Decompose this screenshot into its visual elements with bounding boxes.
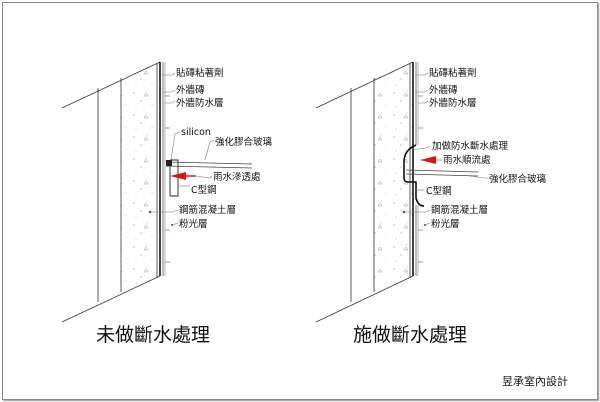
left-label-exterior-tile: 外牆磚: [176, 84, 205, 96]
right-markers: [402, 210, 426, 226]
left-label-rain-seepage: 雨水滲透處: [213, 171, 261, 183]
left-label-plaster: 粉光層: [179, 218, 208, 230]
left-label-c-steel: C型鋼: [191, 184, 217, 196]
left-wall-section: [61, 61, 253, 323]
right-label-plaster: 粉光層: [431, 218, 460, 230]
left-caption: 未做斷水處理: [96, 324, 210, 346]
right-label-c-steel: C型鋼: [426, 185, 452, 197]
left-seepage-arrow: [170, 172, 196, 180]
right-flow-arrow: [420, 156, 436, 164]
right-label-tile-adhesive: 貼磚粘著劑: [429, 67, 477, 79]
right-caption: 施做斷水處理: [353, 324, 467, 346]
right-label-exterior-waterproof: 外牆防水層: [429, 97, 477, 109]
left-label-rc-layer: 鋼筋混凝土層: [179, 204, 236, 216]
left-label-silicon: silicon: [181, 127, 211, 138]
right-label-rc-layer: 鋼筋混凝土層: [431, 204, 488, 216]
right-wall-section: [315, 61, 479, 323]
right-label-rain-flow: 雨水順流處: [443, 154, 491, 166]
left-leader-lines: [150, 72, 215, 226]
left-markers: [148, 210, 173, 226]
right-label-laminated-glass: 強化膠合玻璃: [489, 173, 546, 185]
right-label-added-waterproof: 加做防水斷水處理: [432, 140, 509, 152]
right-label-exterior-tile: 外牆磚: [429, 84, 458, 96]
right-leader-lines: [404, 72, 488, 226]
left-label-exterior-waterproof: 外牆防水層: [176, 97, 224, 109]
brand-signature: 昱承室內設計: [502, 374, 568, 388]
left-label-laminated-glass: 強化膠合玻璃: [215, 136, 272, 148]
left-label-tile-adhesive: 貼磚粘著劑: [176, 67, 224, 79]
